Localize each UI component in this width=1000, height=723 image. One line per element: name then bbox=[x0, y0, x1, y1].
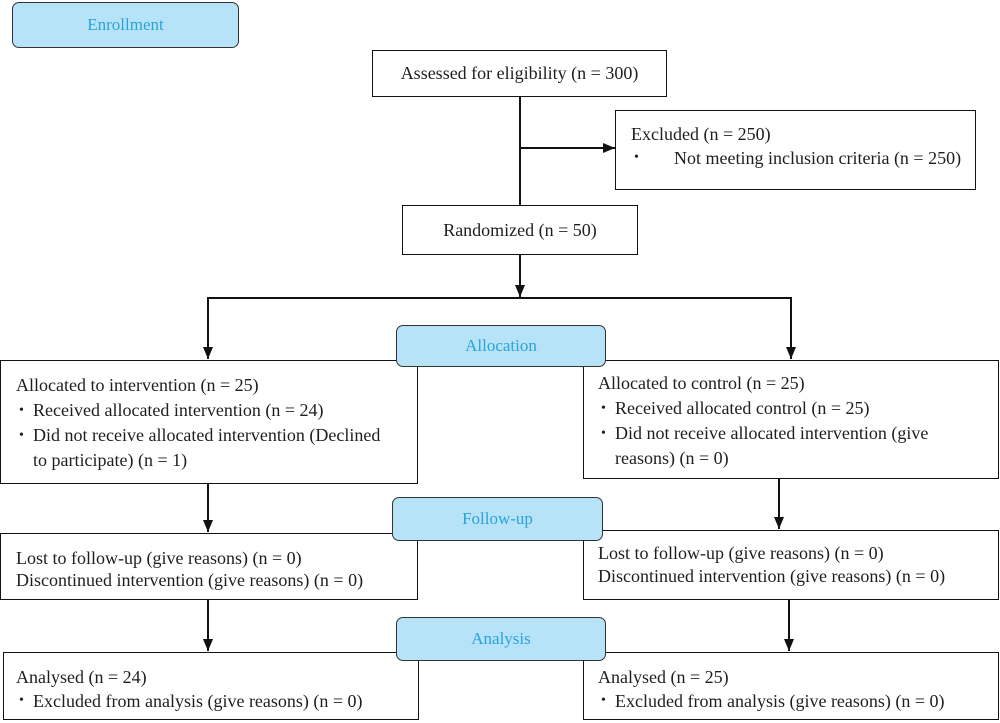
intervention-analysis-box: Analysed (n = 24) Excluded from analysis… bbox=[3, 652, 419, 720]
assessed-text: Assessed for eligibility (n = 300) bbox=[400, 63, 639, 83]
control-lost-to-follow-up: Lost to follow-up (give reasons) (n = 0) bbox=[598, 543, 884, 563]
enrollment-stage-label: Enrollment bbox=[12, 2, 239, 48]
control-received-item: Received allocated control (n = 25) bbox=[598, 396, 971, 421]
randomized-box: Randomized (n = 50) bbox=[402, 205, 638, 255]
follow-up-stage-label: Follow-up bbox=[392, 497, 603, 541]
allocation-stage-text: Allocation bbox=[465, 336, 537, 355]
analysis-stage-label: Analysis bbox=[396, 617, 606, 661]
follow-up-stage-text: Follow-up bbox=[462, 509, 533, 528]
allocation-stage-label: Allocation bbox=[396, 325, 606, 367]
intervention-excluded-from-analysis-item: Excluded from analysis (give reasons) (n… bbox=[16, 689, 389, 713]
enrollment-stage-text: Enrollment bbox=[87, 15, 164, 34]
control-allocation-title: Allocated to control (n = 25) bbox=[598, 373, 805, 393]
intervention-lost-to-follow-up: Lost to follow-up (give reasons) (n = 0) bbox=[16, 548, 302, 568]
control-analysis-box: Analysed (n = 25) Excluded from analysis… bbox=[583, 652, 999, 720]
control-excluded-from-analysis-item: Excluded from analysis (give reasons) (n… bbox=[598, 689, 971, 713]
excluded-title: Excluded (n = 250) bbox=[631, 124, 771, 144]
intervention-allocation-title: Allocated to intervention (n = 25) bbox=[16, 375, 259, 395]
control-allocation-box: Allocated to control (n = 25) Received a… bbox=[583, 360, 999, 479]
intervention-follow-up-box: Lost to follow-up (give reasons) (n = 0)… bbox=[0, 533, 418, 600]
excluded-reason-item: Not meeting inclusion criteria (n = 250) bbox=[631, 146, 975, 170]
analysis-stage-text: Analysis bbox=[471, 629, 531, 648]
excluded-box: Excluded (n = 250) Not meeting inclusion… bbox=[615, 110, 976, 190]
intervention-allocation-box: Allocated to intervention (n = 25) Recei… bbox=[0, 360, 418, 484]
intervention-analysed-title: Analysed (n = 24) bbox=[16, 667, 147, 687]
intervention-received-item: Received allocated intervention (n = 24) bbox=[16, 398, 389, 423]
intervention-discontinued: Discontinued intervention (give reasons)… bbox=[16, 570, 364, 590]
control-follow-up-box: Lost to follow-up (give reasons) (n = 0)… bbox=[583, 530, 999, 600]
control-discontinued: Discontinued intervention (give reasons)… bbox=[598, 566, 946, 586]
control-not-received-item: Did not receive allocated intervention (… bbox=[598, 421, 971, 471]
randomized-text: Randomized (n = 50) bbox=[443, 219, 597, 240]
intervention-not-received-item: Did not receive allocated intervention (… bbox=[16, 423, 389, 473]
assessed-box: Assessed for eligibility (n = 300) bbox=[372, 50, 667, 97]
control-analysed-title: Analysed (n = 25) bbox=[598, 667, 729, 687]
